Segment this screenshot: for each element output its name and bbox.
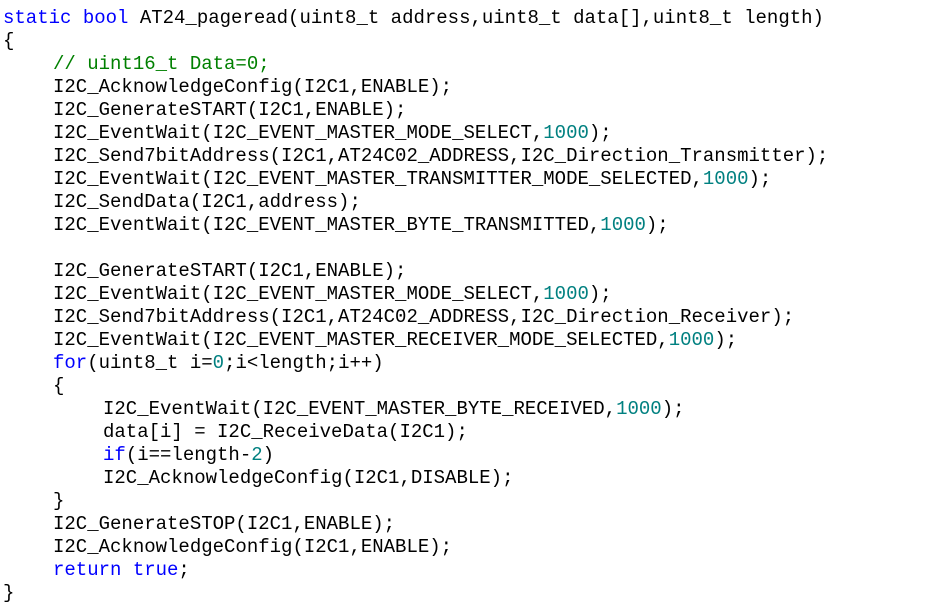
- code-token-text: I2C_AcknowledgeConfig(I2C1,DISABLE);: [103, 467, 514, 489]
- code-line: I2C_AcknowledgeConfig(I2C1,ENABLE);: [3, 536, 943, 559]
- code-token-comment: // uint16_t Data=0;: [53, 53, 270, 75]
- code-token-text: {: [3, 30, 15, 52]
- code-token-text: I2C_EventWait(I2C_EVENT_MASTER_BYTE_RECE…: [103, 398, 617, 420]
- code-token-text: }: [3, 582, 15, 604]
- code-line: }: [3, 582, 943, 605]
- code-token-text: (i==length-: [125, 444, 252, 466]
- code-line: {: [3, 375, 943, 398]
- code-line: static bool AT24_pageread(uint8_t addres…: [3, 7, 943, 30]
- code-token-keyword: return true: [53, 559, 179, 581]
- code-token-number: 2: [251, 444, 263, 466]
- code-token-text: I2C_GenerateSTART(I2C1,ENABLE);: [53, 260, 407, 282]
- code-token-text: I2C_EventWait(I2C_EVENT_MASTER_MODE_SELE…: [53, 122, 544, 144]
- code-token-text: {: [53, 375, 65, 397]
- code-token-number: 1000: [702, 168, 749, 190]
- code-line: I2C_GenerateSTOP(I2C1,ENABLE);: [3, 513, 943, 536]
- code-token-text: I2C_SendData(I2C1,address);: [53, 191, 361, 213]
- code-token-text: );: [588, 283, 612, 305]
- code-line: I2C_EventWait(I2C_EVENT_MASTER_BYTE_RECE…: [3, 398, 943, 421]
- code-token-text: ;: [178, 559, 190, 581]
- code-token-number: 1000: [543, 283, 589, 305]
- code-token-number: 1000: [543, 122, 589, 144]
- code-token-number: 1000: [668, 329, 715, 351]
- code-token-text: ;i<length;i++): [224, 352, 384, 374]
- code-line: [3, 237, 943, 260]
- code-token-text: I2C_Send7bitAddress(I2C1,AT24C02_ADDRESS…: [53, 306, 795, 328]
- code-line: I2C_EventWait(I2C_EVENT_MASTER_MODE_SELE…: [3, 122, 943, 145]
- code-line: I2C_AcknowledgeConfig(I2C1,DISABLE);: [3, 467, 943, 490]
- code-token-keyword: for: [53, 352, 88, 374]
- code-token-text: I2C_EventWait(I2C_EVENT_MASTER_MODE_SELE…: [53, 283, 544, 305]
- code-line: if(i==length-2): [3, 444, 943, 467]
- code-line: I2C_EventWait(I2C_EVENT_MASTER_MODE_SELE…: [3, 283, 943, 306]
- code-token-text: );: [588, 122, 612, 144]
- code-token-text: I2C_GenerateSTART(I2C1,ENABLE);: [53, 99, 407, 121]
- code-token-text: I2C_EventWait(I2C_EVENT_MASTER_RECEIVER_…: [53, 329, 669, 351]
- code-token-text: I2C_EventWait(I2C_EVENT_MASTER_BYTE_TRAN…: [53, 214, 601, 236]
- code-token-keyword: static bool: [3, 7, 129, 29]
- code-line: I2C_EventWait(I2C_EVENT_MASTER_TRANSMITT…: [3, 168, 943, 191]
- code-line: {: [3, 30, 943, 53]
- code-line: I2C_SendData(I2C1,address);: [3, 191, 943, 214]
- code-token-text: (uint8_t i=: [87, 352, 213, 374]
- code-token-text: I2C_AcknowledgeConfig(I2C1,ENABLE);: [53, 536, 453, 558]
- code-token-text: );: [661, 398, 685, 420]
- code-line: I2C_Send7bitAddress(I2C1,AT24C02_ADDRESS…: [3, 306, 943, 329]
- code-token-text: ): [262, 444, 275, 466]
- code-token-keyword: if: [103, 444, 126, 466]
- code-token-text: AT24_pageread(uint8_t address,uint8_t da…: [128, 7, 824, 29]
- code-line: I2C_GenerateSTART(I2C1,ENABLE);: [3, 99, 943, 122]
- code-token-text: I2C_Send7bitAddress(I2C1,AT24C02_ADDRESS…: [53, 145, 829, 167]
- code-token-text: I2C_AcknowledgeConfig(I2C1,ENABLE);: [53, 76, 453, 98]
- code-line: I2C_EventWait(I2C_EVENT_MASTER_RECEIVER_…: [3, 329, 943, 352]
- code-token-text: I2C_GenerateSTOP(I2C1,ENABLE);: [53, 513, 396, 535]
- code-line: }: [3, 490, 943, 513]
- code-token-number: 0: [212, 352, 225, 374]
- code-token-text: }: [53, 490, 65, 512]
- code-token-text: I2C_EventWait(I2C_EVENT_MASTER_TRANSMITT…: [53, 168, 703, 190]
- code-editor[interactable]: static bool AT24_pageread(uint8_t addres…: [3, 7, 943, 605]
- code-token-text: );: [714, 329, 738, 351]
- code-token-text: );: [748, 168, 772, 190]
- code-line: I2C_EventWait(I2C_EVENT_MASTER_BYTE_TRAN…: [3, 214, 943, 237]
- code-token-number: 1000: [616, 398, 662, 420]
- code-line: I2C_Send7bitAddress(I2C1,AT24C02_ADDRESS…: [3, 145, 943, 168]
- code-line: return true;: [3, 559, 943, 582]
- code-line: data[i] = I2C_ReceiveData(I2C1);: [3, 421, 943, 444]
- code-line: for(uint8_t i=0;i<length;i++): [3, 352, 943, 375]
- code-token-number: 1000: [600, 214, 646, 236]
- code-line: I2C_GenerateSTART(I2C1,ENABLE);: [3, 260, 943, 283]
- code-line: I2C_AcknowledgeConfig(I2C1,ENABLE);: [3, 76, 943, 99]
- code-token-text: data[i] = I2C_ReceiveData(I2C1);: [103, 421, 468, 443]
- code-line: // uint16_t Data=0;: [3, 53, 943, 76]
- code-token-text: );: [645, 214, 669, 236]
